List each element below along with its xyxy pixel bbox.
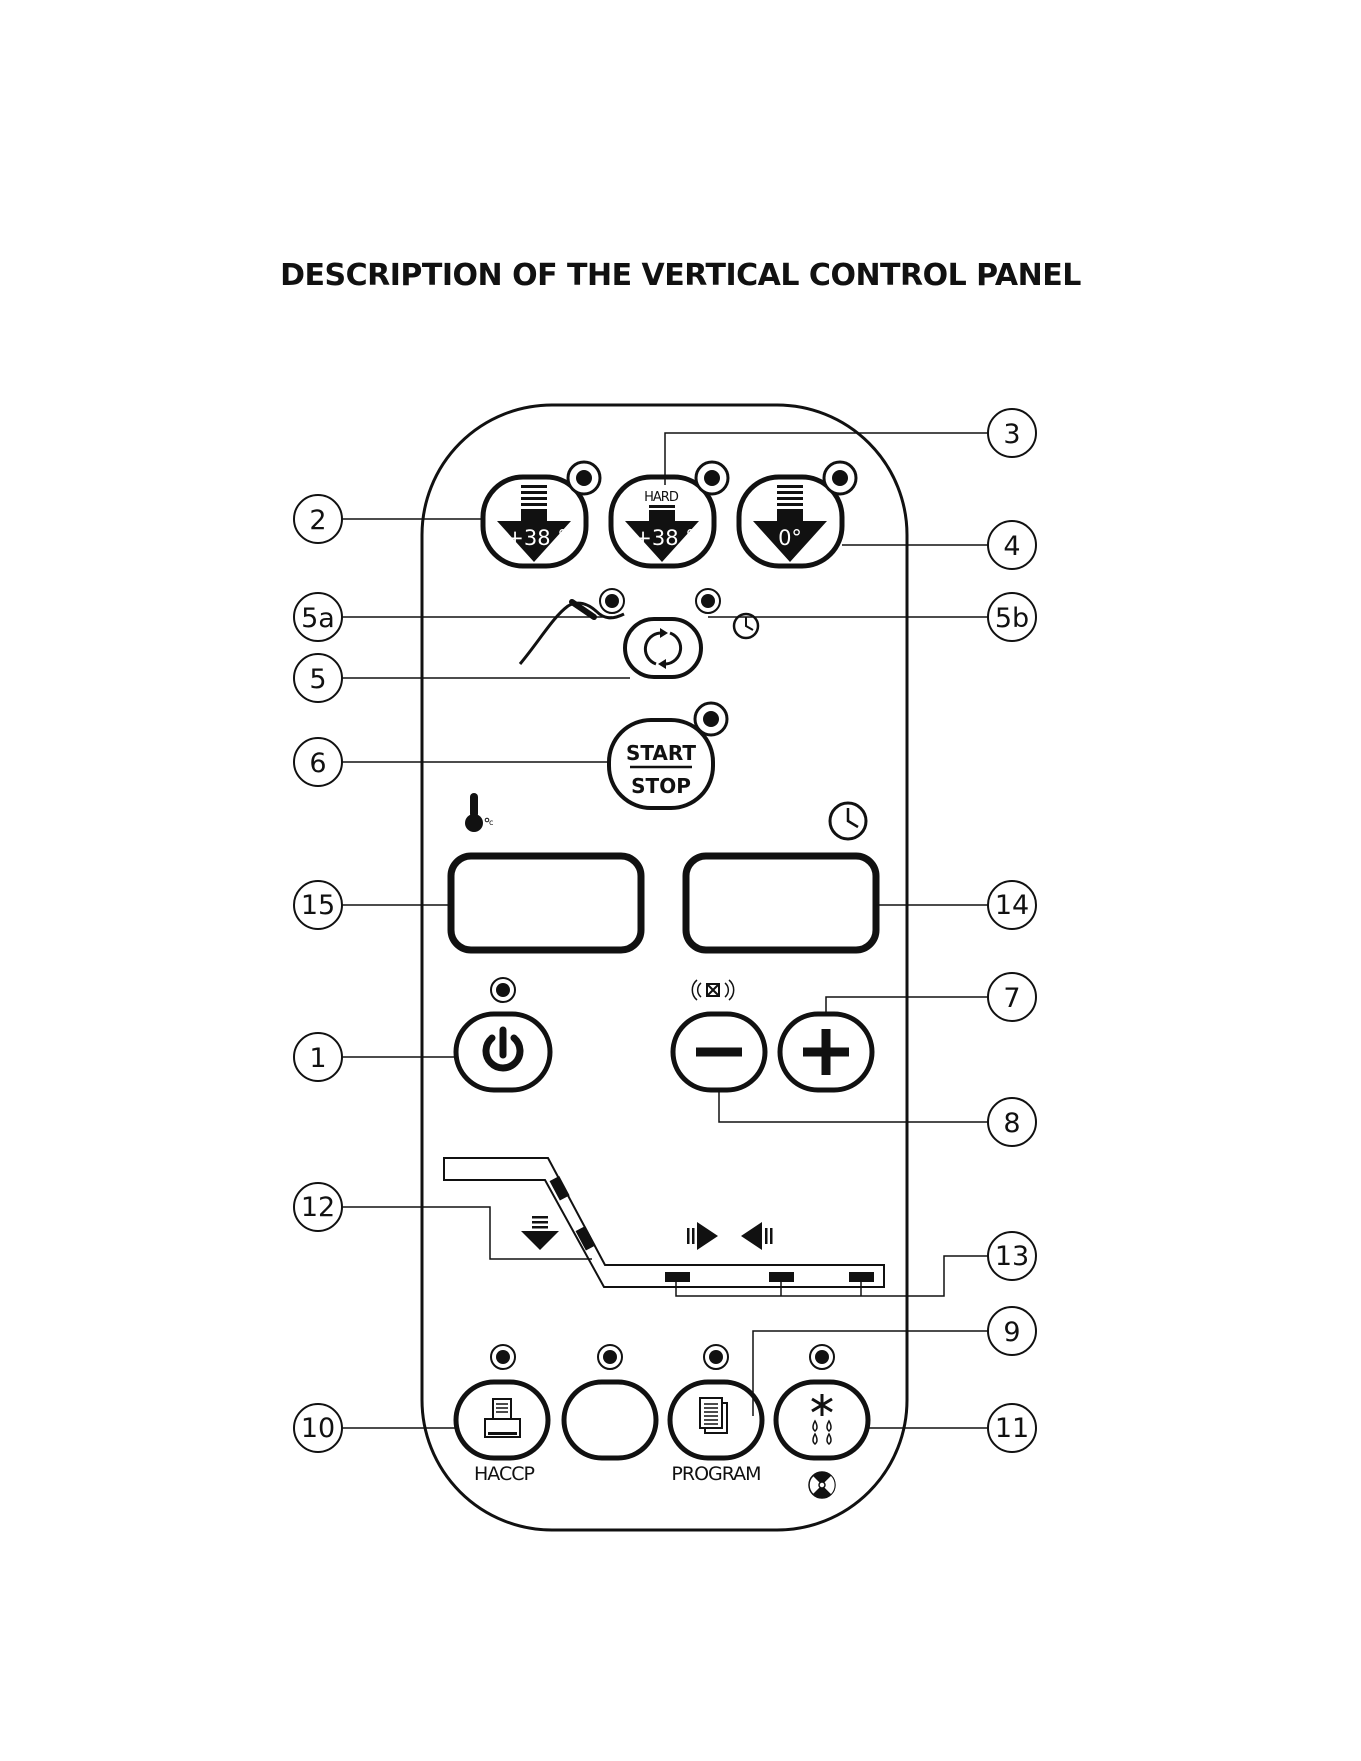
haccp-label: HACCP bbox=[474, 1463, 534, 1485]
svg-text:10: 10 bbox=[301, 1413, 335, 1444]
callout-11: 11 bbox=[988, 1404, 1036, 1452]
power-button[interactable] bbox=[456, 1014, 550, 1090]
callout-5a: 5a bbox=[294, 593, 342, 641]
hard-chill-temp-label: +38 ° bbox=[634, 526, 696, 550]
chill-phase-led bbox=[576, 1226, 596, 1251]
time-led bbox=[696, 589, 720, 613]
hard-chill-led bbox=[696, 462, 728, 494]
start-stop-led bbox=[695, 703, 727, 735]
svg-text:12: 12 bbox=[301, 1192, 335, 1223]
callout-5: 5 bbox=[294, 654, 342, 702]
callout-10: 10 bbox=[294, 1404, 342, 1452]
hold-phase-led bbox=[769, 1272, 794, 1282]
svg-text:13: 13 bbox=[995, 1241, 1029, 1272]
callout-2: 2 bbox=[294, 495, 342, 543]
svg-text:2: 2 bbox=[309, 505, 326, 536]
svg-text:5a: 5a bbox=[301, 603, 335, 634]
hold-phase-led bbox=[849, 1272, 874, 1282]
callout-12: 12 bbox=[294, 1183, 342, 1231]
callout-8: 8 bbox=[988, 1098, 1036, 1146]
plus-button[interactable] bbox=[780, 1014, 872, 1090]
hold-phase-led bbox=[665, 1272, 690, 1282]
svg-text:c: c bbox=[489, 818, 493, 827]
program-label: PROGRAM bbox=[671, 1463, 760, 1485]
svg-text:5b: 5b bbox=[995, 603, 1029, 634]
arrow-left-icon bbox=[741, 1222, 762, 1250]
svg-text:6: 6 bbox=[309, 748, 326, 779]
stop-label: STOP bbox=[631, 774, 691, 798]
document-icon bbox=[700, 1398, 727, 1433]
callout-1: 1 bbox=[294, 1033, 342, 1081]
haccp-button[interactable] bbox=[456, 1382, 548, 1458]
svg-text:1: 1 bbox=[309, 1043, 326, 1074]
soft-chill-temp-label: +38 ° bbox=[506, 526, 568, 550]
process-indicator-strip bbox=[444, 1158, 884, 1287]
svg-text:14: 14 bbox=[995, 890, 1029, 921]
callout-6: 6 bbox=[294, 738, 342, 786]
svg-text:9: 9 bbox=[1003, 1317, 1020, 1348]
svg-text:5: 5 bbox=[309, 664, 326, 695]
svg-text:7: 7 bbox=[1003, 983, 1020, 1014]
arrow-right-icon bbox=[697, 1222, 718, 1250]
svg-text:4: 4 bbox=[1003, 531, 1020, 562]
thermometer-icon: c bbox=[465, 793, 493, 832]
svg-text:3: 3 bbox=[1003, 419, 1020, 450]
arrow-down-icon bbox=[521, 1231, 559, 1250]
callout-15: 15 bbox=[294, 881, 342, 929]
freeze-temp-label: 0° bbox=[778, 526, 802, 550]
soft-chill-button[interactable]: +38 ° bbox=[483, 477, 586, 566]
minus-button[interactable] bbox=[673, 1014, 765, 1090]
time-display bbox=[686, 856, 876, 950]
program-button[interactable] bbox=[670, 1382, 762, 1458]
program-led bbox=[704, 1345, 728, 1369]
freeze-button[interactable]: 0° bbox=[739, 477, 842, 566]
freeze-led bbox=[824, 462, 856, 494]
defrost-led bbox=[810, 1345, 834, 1369]
start-stop-button[interactable]: START STOP bbox=[609, 720, 713, 808]
defrost-button[interactable] bbox=[776, 1382, 868, 1458]
callout-13: 13 bbox=[988, 1232, 1036, 1280]
callout-14: 14 bbox=[988, 881, 1036, 929]
svg-text:11: 11 bbox=[995, 1413, 1029, 1444]
hard-caption: HARD bbox=[644, 490, 679, 505]
callout-3: 3 bbox=[988, 409, 1036, 457]
blank-button[interactable] bbox=[564, 1382, 656, 1458]
hard-chill-button[interactable]: HARD +38 ° bbox=[611, 477, 714, 566]
svg-text:8: 8 bbox=[1003, 1108, 1020, 1139]
mode-toggle-button[interactable] bbox=[625, 619, 701, 677]
temperature-display bbox=[451, 856, 641, 950]
chill-phase-led bbox=[550, 1176, 570, 1201]
blank-button-led bbox=[598, 1345, 622, 1369]
start-label: START bbox=[626, 741, 696, 765]
haccp-led bbox=[491, 1345, 515, 1369]
callout-9: 9 bbox=[988, 1307, 1036, 1355]
fan-icon bbox=[809, 1472, 835, 1498]
clock-icon bbox=[830, 803, 866, 839]
soft-chill-led bbox=[568, 462, 600, 494]
callout-7: 7 bbox=[988, 973, 1036, 1021]
probe-led bbox=[600, 589, 624, 613]
callout-5b: 5b bbox=[988, 593, 1036, 641]
callout-4: 4 bbox=[988, 521, 1036, 569]
svg-text:15: 15 bbox=[301, 890, 335, 921]
mute-icon bbox=[692, 980, 733, 1000]
power-led bbox=[491, 978, 515, 1002]
